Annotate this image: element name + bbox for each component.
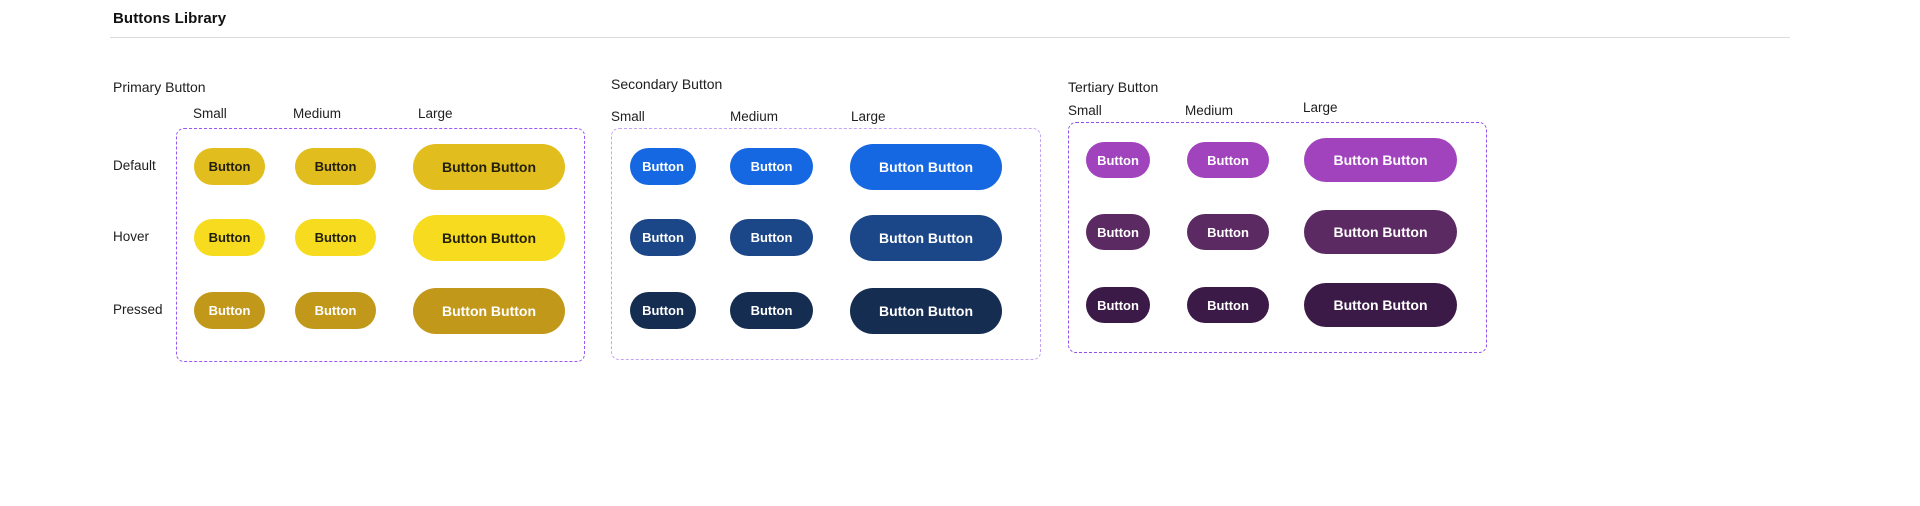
- tertiary-pressed-small-button[interactable]: Button: [1086, 287, 1150, 323]
- primary-pressed-large-button[interactable]: Button Button: [413, 288, 565, 334]
- secondary-section-label: Secondary Button: [611, 76, 723, 92]
- primary-hover-medium-button[interactable]: Button: [295, 219, 376, 256]
- tertiary-hover-small-button[interactable]: Button: [1086, 214, 1150, 250]
- primary-default-medium-button[interactable]: Button: [295, 148, 376, 185]
- tertiary-col-header-large: Large: [1303, 100, 1338, 115]
- primary-section-label: Primary Button: [113, 79, 206, 95]
- secondary-pressed-large-button[interactable]: Button Button: [850, 288, 1002, 334]
- secondary-hover-medium-button[interactable]: Button: [730, 219, 813, 256]
- primary-pressed-small-button[interactable]: Button: [194, 292, 265, 329]
- tertiary-default-medium-button[interactable]: Button: [1187, 142, 1269, 178]
- secondary-col-header-medium: Medium: [730, 109, 779, 124]
- title-divider: [110, 37, 1790, 38]
- primary-variants-frame: Button Button Button Button Button Butto…: [176, 128, 585, 362]
- tertiary-hover-medium-button[interactable]: Button: [1187, 214, 1269, 250]
- secondary-col-header-large: Large: [851, 109, 886, 124]
- primary-default-small-button[interactable]: Button: [194, 148, 265, 185]
- primary-col-header-large: Large: [418, 106, 453, 121]
- tertiary-default-large-button[interactable]: Button Button: [1304, 138, 1457, 182]
- tertiary-pressed-large-button[interactable]: Button Button: [1304, 283, 1457, 327]
- secondary-default-small-button[interactable]: Button: [630, 148, 696, 185]
- tertiary-default-small-button[interactable]: Button: [1086, 142, 1150, 178]
- secondary-hover-small-button[interactable]: Button: [630, 219, 696, 256]
- primary-hover-small-button[interactable]: Button: [194, 219, 265, 256]
- row-label-hover: Hover: [113, 229, 150, 244]
- tertiary-section-label: Tertiary Button: [1068, 79, 1159, 95]
- tertiary-variants-frame: Button Button Button Button Button Butto…: [1068, 122, 1487, 353]
- page-title: Buttons Library: [113, 10, 227, 27]
- secondary-pressed-medium-button[interactable]: Button: [730, 292, 813, 329]
- row-label-pressed: Pressed: [113, 302, 163, 317]
- tertiary-pressed-medium-button[interactable]: Button: [1187, 287, 1269, 323]
- row-label-default: Default: [113, 158, 156, 173]
- tertiary-col-header-small: Small: [1068, 103, 1102, 118]
- tertiary-col-header-medium: Medium: [1185, 103, 1234, 118]
- secondary-variants-frame: Button Button Button Button Button Butto…: [611, 128, 1041, 360]
- tertiary-hover-large-button[interactable]: Button Button: [1304, 210, 1457, 254]
- primary-pressed-medium-button[interactable]: Button: [295, 292, 376, 329]
- secondary-col-header-small: Small: [611, 109, 645, 124]
- secondary-hover-large-button[interactable]: Button Button: [850, 215, 1002, 261]
- secondary-pressed-small-button[interactable]: Button: [630, 292, 696, 329]
- primary-col-header-small: Small: [193, 106, 227, 121]
- primary-col-header-medium: Medium: [293, 106, 342, 121]
- primary-default-large-button[interactable]: Button Button: [413, 144, 565, 190]
- secondary-default-large-button[interactable]: Button Button: [850, 144, 1002, 190]
- secondary-default-medium-button[interactable]: Button: [730, 148, 813, 185]
- primary-hover-large-button[interactable]: Button Button: [413, 215, 565, 261]
